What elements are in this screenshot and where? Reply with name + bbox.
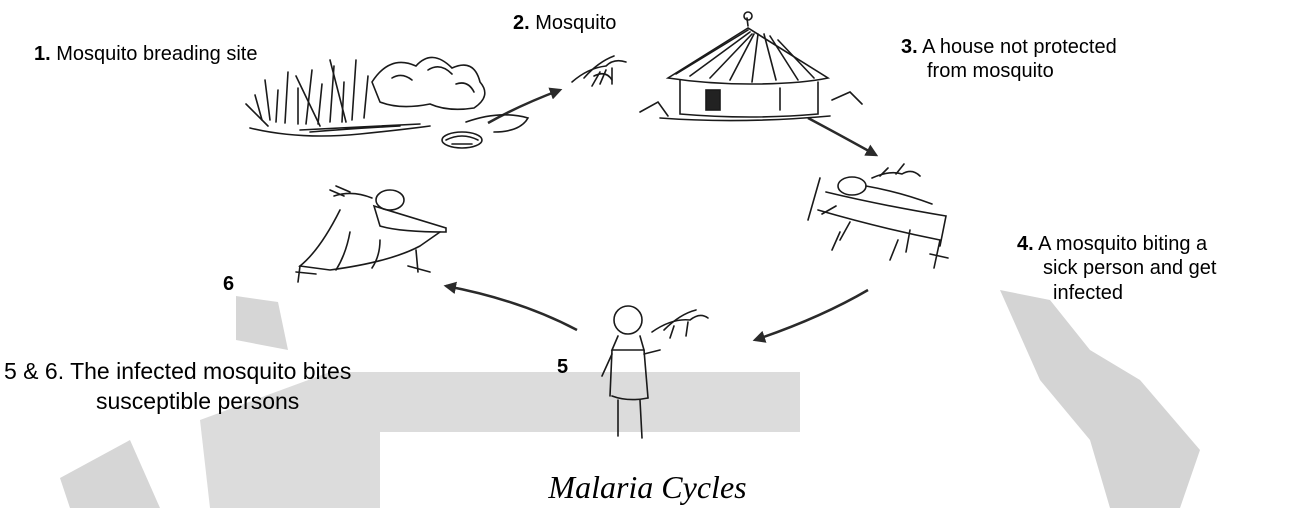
step3-label: 3. A house not protected [901, 35, 1117, 59]
step4-label-line2: sick person and get [1043, 256, 1216, 280]
step6-number: 6 [223, 272, 234, 296]
person-five-illustration [602, 306, 708, 438]
person-six-bed-illustration [296, 186, 446, 282]
step1-label: 1. Mosquito breading site [34, 42, 257, 66]
step2-label: 2. Mosquito [513, 11, 616, 35]
step4-label: 4. A mosquito biting a [1017, 232, 1207, 256]
breeding-site-illustration [246, 57, 528, 148]
mosquito-illustration [572, 56, 626, 86]
step5-number: 5 [557, 355, 568, 379]
step4-label-line3: infected [1053, 281, 1123, 305]
step3-label-line2: from mosquito [927, 59, 1054, 83]
sick-person-bed-illustration [808, 164, 948, 268]
step5-6-label-line2: susceptible persons [96, 387, 299, 415]
diagram-title: Malaria Cycles [0, 469, 1295, 505]
step5-6-label: 5 & 6. The infected mosquito bites [4, 357, 351, 385]
house-illustration [640, 12, 862, 121]
